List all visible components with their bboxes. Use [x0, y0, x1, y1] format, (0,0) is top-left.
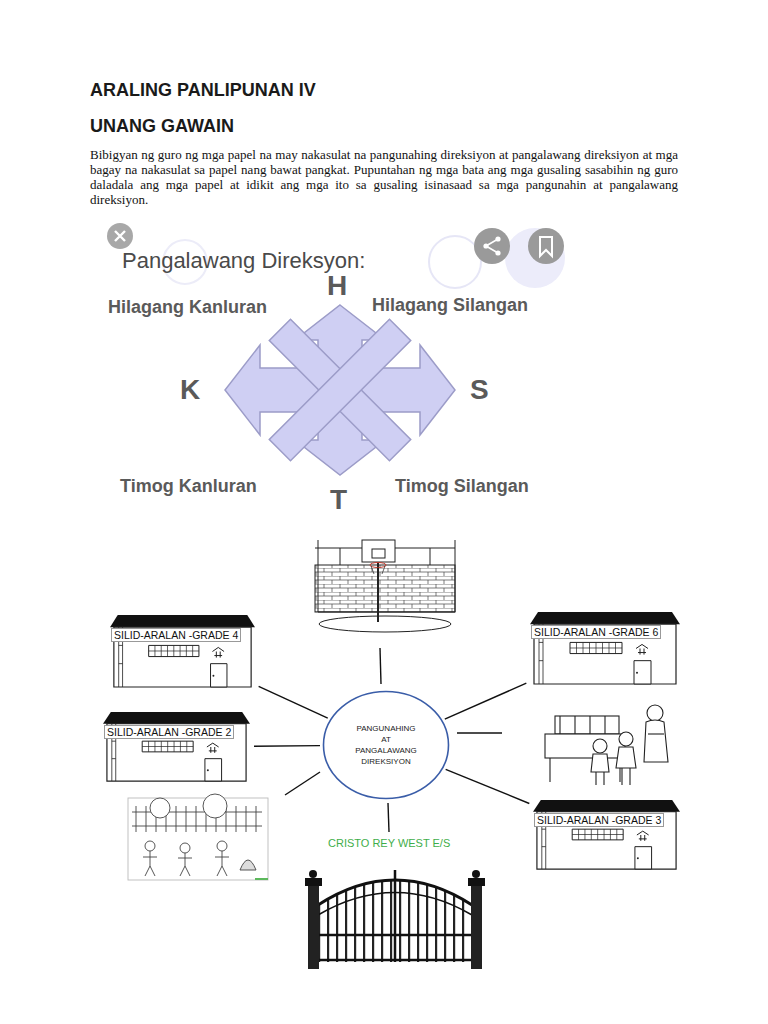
- page-title: ARALING PANLIPUNAN IV: [90, 80, 316, 101]
- direction-circle: PANGUNAHING AT PANGALAWANG DIREKSIYON: [322, 690, 450, 800]
- classroom-building: SILID-ARALAN -GRADE 4: [110, 615, 255, 688]
- direction-label: Hilagang Silangan: [372, 295, 528, 316]
- compass-letter: H: [327, 270, 347, 302]
- spoke-connector: [446, 769, 530, 803]
- circle-label: PANGUNAHING AT PANGALAWANG DIREKSIYON: [355, 723, 417, 767]
- compass-letter: K: [180, 374, 200, 406]
- school-name: CRISTO REY WEST E/S: [328, 837, 450, 849]
- school-gate: [305, 850, 485, 969]
- building-drawing: [530, 612, 680, 685]
- canteen-vendor: [545, 705, 668, 785]
- classroom-building: SILID-ARALAN -GRADE 2: [103, 712, 250, 782]
- basketball-court: [315, 540, 455, 632]
- activity-heading: UNANG GAWAIN: [90, 116, 234, 137]
- compass-image: [107, 223, 565, 475]
- spoke-connector: [259, 686, 328, 718]
- building-drawing: [533, 800, 680, 870]
- building-label: SILID-ARALAN -GRADE 3: [534, 813, 664, 827]
- building-label: SILID-ARALAN -GRADE 6: [531, 625, 661, 639]
- classroom-building: SILID-ARALAN -GRADE 3: [533, 800, 680, 870]
- circle-outline: [322, 690, 450, 800]
- direction-label: Hilagang Kanluran: [108, 297, 267, 318]
- building-label: SILID-ARALAN -GRADE 2: [104, 725, 234, 739]
- building-drawing: [103, 712, 250, 782]
- compass-letter: S: [470, 374, 489, 406]
- building-drawing: [110, 615, 255, 688]
- classroom-building: SILID-ARALAN -GRADE 6: [530, 612, 680, 685]
- building-label: SILID-ARALAN -GRADE 4: [111, 628, 241, 642]
- direction-label: Timog Kanluran: [120, 476, 257, 497]
- garden-scene: [128, 794, 268, 880]
- compass-letter: T: [330, 484, 347, 516]
- spoke-line: [285, 648, 502, 832]
- spoke-connector: [445, 683, 527, 719]
- instruction-text: Bibigyan ng guro ng mga papel na may nak…: [90, 147, 678, 207]
- spoke-connector: [254, 745, 320, 747]
- direction-label: Timog Silangan: [395, 476, 529, 497]
